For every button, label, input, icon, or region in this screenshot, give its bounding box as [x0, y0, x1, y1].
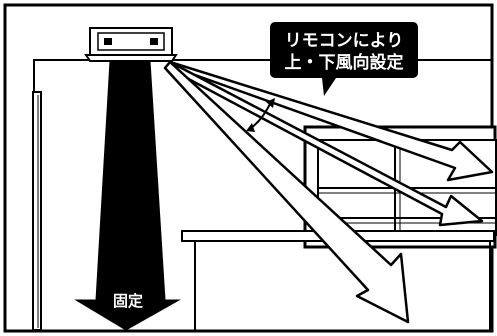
airflow-arrow-upper [168, 60, 494, 182]
ceiling-ac-unit [84, 27, 178, 62]
fixed-downward-airflow-arrow [74, 60, 181, 331]
left-pillar [32, 91, 42, 331]
airflow-arrow-lower [163, 60, 410, 324]
callout-line-2: 上・下風向設定 [285, 52, 404, 73]
airflow-arrow-middle [166, 60, 484, 227]
fixed-label: 固定 [113, 292, 143, 310]
room-ceiling-line [33, 59, 90, 330]
callout-line-1: リモコンにより [285, 31, 404, 51]
swing-angle-indicator [246, 98, 275, 132]
remote-setting-callout: リモコンにより 上・下風向設定 [270, 22, 418, 96]
